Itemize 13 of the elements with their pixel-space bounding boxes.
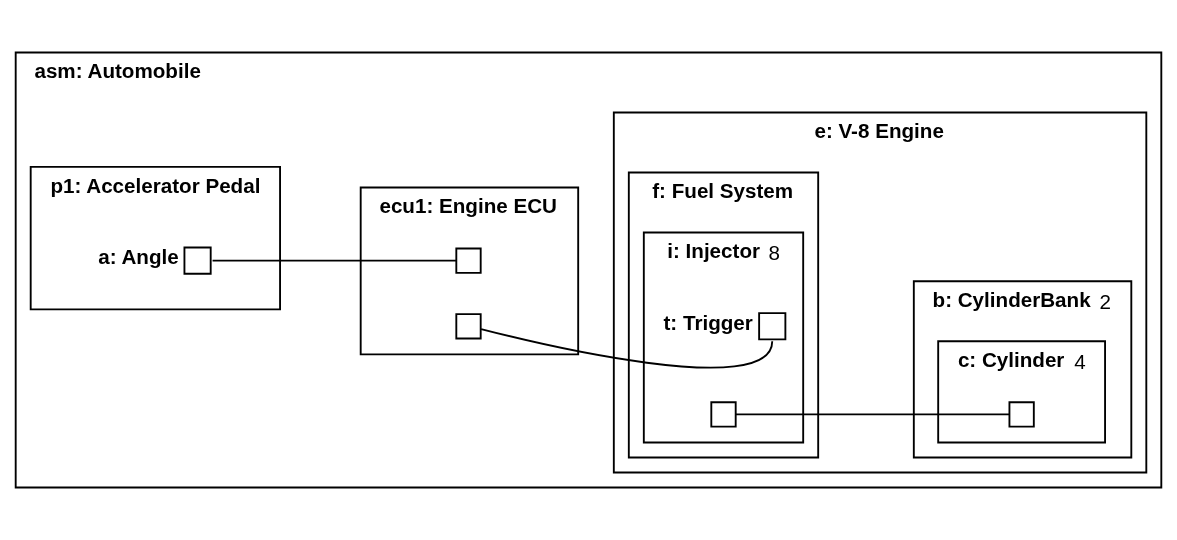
node-label: t: Trigger [663,310,753,334]
cluster: c: Cylinder 4 [937,340,1106,444]
cluster: ecu1: Engine ECU [359,186,580,356]
connector [734,413,1011,416]
connector [211,259,457,262]
node-box [455,313,482,340]
node-box [758,312,787,341]
node-box [710,401,737,428]
node-box [1008,401,1035,428]
connector [480,328,774,369]
node-box [455,247,482,274]
node-label: a: Angle [98,245,179,268]
node-box [183,246,212,275]
